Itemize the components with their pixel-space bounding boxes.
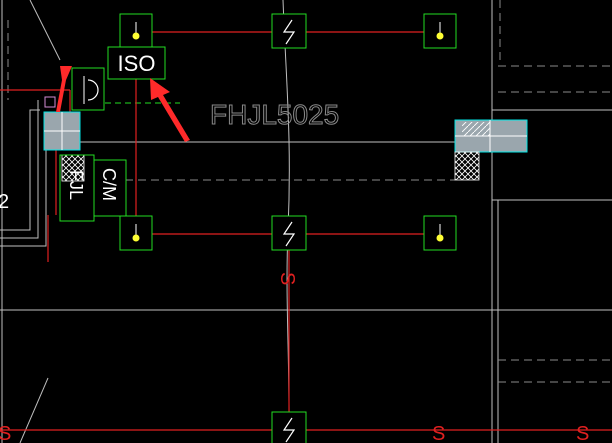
- cm-device[interactable]: C/M: [93, 159, 127, 217]
- annotation-arrows: [56, 66, 190, 142]
- switch-mid-center[interactable]: [271, 215, 307, 251]
- lamp-top-right[interactable]: [423, 13, 457, 49]
- left-diagonal: [29, 0, 61, 61]
- cm-label: C/M: [99, 168, 119, 201]
- left-stair-outline: [0, 109, 40, 231]
- left-diagonal-bottom: [19, 377, 49, 443]
- fjl-label: FJL: [66, 170, 86, 200]
- left-number-label: 2: [0, 191, 9, 213]
- lamp-icon: [436, 32, 444, 40]
- circuit-lines: [0, 31, 612, 431]
- left-stair-outline-3: [0, 150, 47, 247]
- lightning-switch-icon: [282, 19, 296, 45]
- lamp-top-left[interactable]: [119, 13, 153, 49]
- s-marker-vertical: S: [276, 272, 298, 285]
- iso-device[interactable]: ISO: [107, 46, 166, 80]
- iso-label: ISO: [118, 51, 156, 76]
- lightning-switch-icon: [282, 221, 296, 247]
- switch-bottom-center[interactable]: [271, 411, 307, 443]
- junction-box-right[interactable]: [454, 119, 528, 153]
- red-arrow-pointer: [150, 78, 190, 142]
- s-marker-bottom-right: S: [576, 423, 589, 443]
- lamp-mid-left[interactable]: [119, 215, 153, 251]
- hatched-block-right: [454, 151, 480, 181]
- lamp-icon: [132, 32, 140, 40]
- lamp-icon: [436, 234, 444, 242]
- isolator-device[interactable]: [71, 67, 105, 111]
- lamp-icon: [132, 234, 140, 242]
- s-marker-bottom-mid: S: [432, 423, 445, 443]
- red-arrow-pointer-left: [56, 66, 72, 112]
- left-stair-outline-2: [0, 100, 39, 239]
- dashed-lines: [7, 0, 612, 383]
- small-marker-square: [44, 96, 56, 108]
- isolator-icon: [87, 79, 99, 101]
- lightning-switch-icon: [282, 417, 296, 443]
- s-marker-bottom-left: S: [0, 423, 11, 443]
- switch-top-center[interactable]: [271, 13, 307, 49]
- fhjl-label: FHJL5025: [210, 99, 339, 130]
- lamp-mid-right[interactable]: [423, 215, 457, 251]
- junction-box-left[interactable]: [43, 111, 81, 151]
